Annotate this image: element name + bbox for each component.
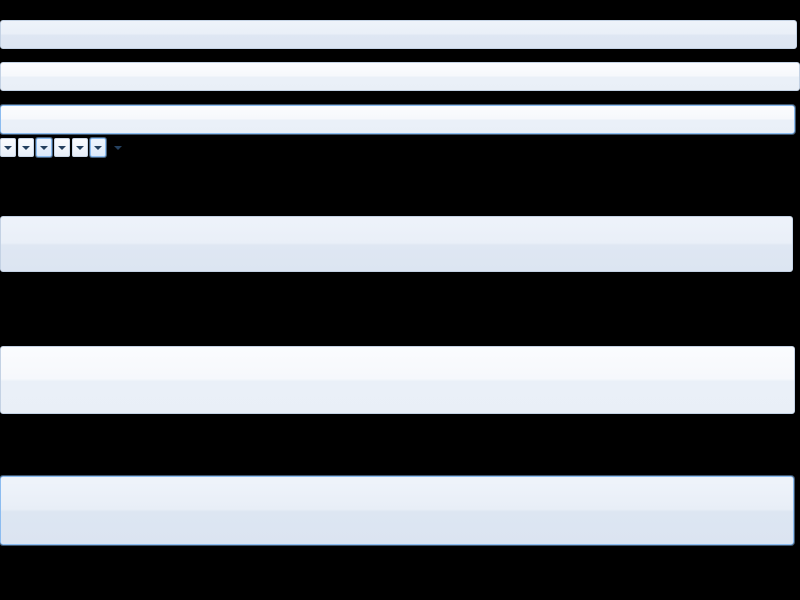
dropdown-button-4[interactable] [54, 138, 70, 157]
select-bar-4[interactable] [0, 216, 793, 272]
chevron-down-icon [76, 145, 84, 150]
dropdown-button-3[interactable] [36, 138, 52, 157]
select-bar-1[interactable] [0, 20, 797, 49]
chevron-down-icon [4, 145, 12, 150]
dropdown-button-6[interactable] [90, 138, 106, 157]
select-bar-3[interactable] [0, 105, 795, 134]
chevron-down-icon [40, 145, 48, 150]
chevron-down-icon-bare[interactable] [114, 145, 122, 150]
dropdown-button-2[interactable] [18, 138, 34, 157]
chevron-down-icon [94, 145, 102, 150]
dropdown-button-1[interactable] [0, 138, 16, 157]
chevron-down-icon [58, 145, 66, 150]
dropdown-button-row [0, 138, 122, 157]
select-bar-5[interactable] [0, 346, 795, 414]
select-bar-2[interactable] [0, 62, 800, 91]
select-bar-6[interactable] [0, 476, 794, 545]
dropdown-button-5[interactable] [72, 138, 88, 157]
chevron-down-icon [22, 145, 30, 150]
